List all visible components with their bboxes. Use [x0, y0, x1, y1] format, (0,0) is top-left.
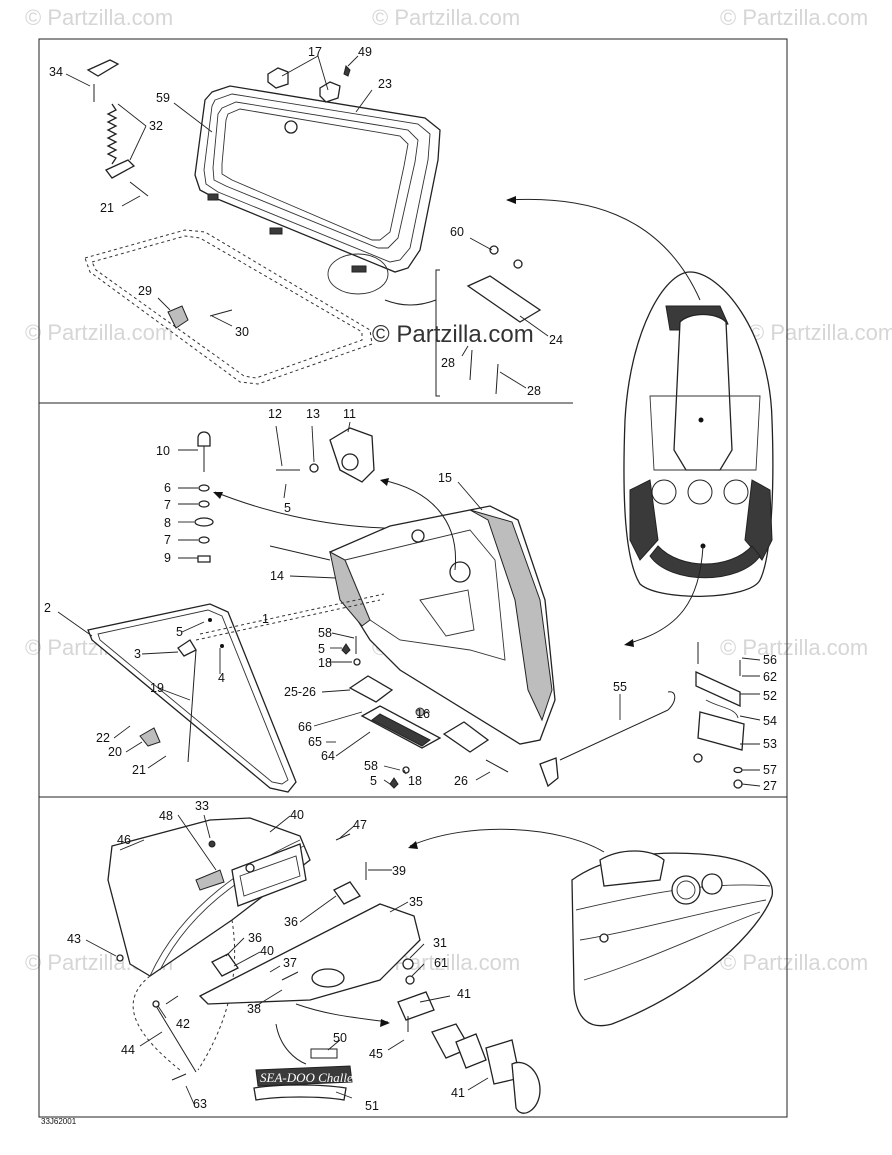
callout-label: 18 [408, 774, 422, 788]
callout-label: 58 [318, 626, 332, 640]
leader-lines [57, 55, 761, 1105]
callout-label: 37 [283, 956, 297, 970]
callout-label: 56 [763, 653, 777, 667]
callout-label: 57 [763, 763, 777, 777]
callout-label: 17 [308, 45, 322, 59]
callout-label: 2 [44, 601, 51, 615]
hull-top-view [506, 196, 774, 647]
diagram-code: 33J62001 [41, 1117, 77, 1126]
callout-label: 55 [613, 680, 627, 694]
callout-label: 35 [409, 895, 423, 909]
callout-label: 33 [195, 799, 209, 813]
callout-label: 53 [763, 737, 777, 751]
callout-label: 42 [176, 1017, 190, 1031]
callout-label: 45 [369, 1047, 383, 1061]
center-watermark: © Partzilla.com [372, 321, 534, 348]
callout-label: 44 [121, 1043, 135, 1057]
watermark-text: © Partzilla.com [25, 320, 173, 345]
callout-label: 29 [138, 284, 152, 298]
callout-label: 31 [433, 936, 447, 950]
callout-label: 50 [333, 1031, 347, 1045]
watermark-text: © Partzilla.com [720, 635, 868, 660]
callout-label: 40 [290, 808, 304, 822]
callout-label: 63 [193, 1097, 207, 1111]
callout-label: 40 [260, 944, 274, 958]
callout-label: 12 [268, 407, 282, 421]
logo-text: SEA-DOO Challenger [260, 1070, 378, 1085]
section-glove-box [87, 427, 745, 793]
callout-label: 39 [392, 864, 406, 878]
callout-label: 21 [100, 201, 114, 215]
callout-label: 54 [763, 714, 777, 728]
watermark-text: © Partzilla.com [748, 320, 892, 345]
callout-label: 60 [450, 225, 464, 239]
callout-label: 3 [134, 647, 141, 661]
callout-label: 7 [164, 533, 171, 547]
callout-label: 11 [343, 407, 356, 421]
callout-label: 26 [454, 774, 468, 788]
callout-label: 41 [457, 987, 471, 1001]
callout-label: 49 [358, 45, 372, 59]
callout-label: 23 [378, 77, 392, 91]
callout-label: 41 [451, 1086, 465, 1100]
callout-label: 28 [441, 356, 455, 370]
callout-label: 46 [117, 833, 131, 847]
callout-label: 58 [364, 759, 378, 773]
callout-label: 5 [284, 501, 291, 515]
callout-label: 21 [132, 763, 146, 777]
frame [38, 38, 788, 1118]
callout-label: 32 [149, 119, 163, 133]
callout-label: 10 [156, 444, 170, 458]
watermark-text: © Partzilla.com [720, 5, 868, 30]
callout-label: 18 [318, 656, 332, 670]
callout-label: 20 [108, 745, 122, 759]
callout-label: 51 [365, 1099, 379, 1113]
callout-label: 6 [164, 481, 171, 495]
callout-label: 24 [549, 333, 563, 347]
callout-label: 61 [434, 956, 448, 970]
callout-label: 13 [306, 407, 320, 421]
callout-label: 5 [370, 774, 377, 788]
callout-label: 27 [763, 779, 777, 793]
callout-label: 34 [49, 65, 63, 79]
callout-label: 9 [164, 551, 171, 565]
callout-label: 1 [262, 612, 269, 626]
callout-label: 25-26 [284, 685, 316, 699]
callout-label: 16 [416, 707, 430, 721]
callout-label: 22 [96, 731, 110, 745]
callout-label: 8 [164, 516, 171, 530]
callout-label: 14 [270, 569, 284, 583]
callout-label: 65 [308, 735, 322, 749]
callout-label: 62 [763, 670, 777, 684]
callout-label: 15 [438, 471, 452, 485]
callout-labels: 1 2 3 4 5 5 5 5 6 7 7 8 9 10 11 12 13 14… [44, 45, 777, 1113]
callout-label: 5 [176, 625, 183, 639]
callout-label: 47 [353, 818, 367, 832]
section-front-storage [84, 59, 542, 397]
callout-label: 19 [150, 681, 164, 695]
callout-label: 52 [763, 689, 777, 703]
watermark-text: © Partzilla.com [372, 5, 520, 30]
callout-label: 36 [248, 931, 262, 945]
callout-label: 59 [156, 91, 170, 105]
section-console: SEA-DOO Challenger [107, 817, 773, 1114]
callout-label: 5 [318, 642, 325, 656]
callout-label: 7 [164, 498, 171, 512]
callout-label: 38 [247, 1002, 261, 1016]
callout-label: 48 [159, 809, 173, 823]
callout-label: 36 [284, 915, 298, 929]
callout-label: 64 [321, 749, 335, 763]
callout-label: 4 [218, 671, 225, 685]
watermark-text: © Partzilla.com [25, 5, 173, 30]
callout-label: 66 [298, 720, 312, 734]
watermark-text: © Partzilla.com [720, 950, 868, 975]
callout-label: 28 [527, 384, 541, 398]
callout-label: 43 [67, 932, 81, 946]
callout-label: 30 [235, 325, 249, 339]
